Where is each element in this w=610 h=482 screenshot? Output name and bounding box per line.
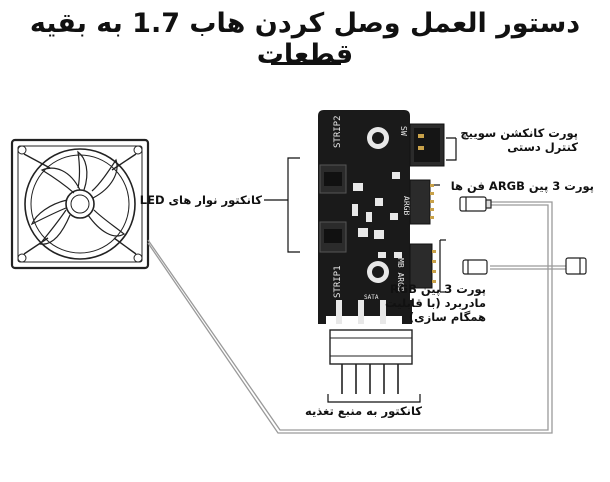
fan-icon [10, 138, 150, 270]
sw-label: SW [399, 126, 408, 136]
fan-cable [147, 201, 553, 434]
mb-argb-label: MB ARGB [396, 258, 405, 292]
sata-label: SATA [364, 294, 379, 301]
fan-argb-label: پورت 3 پین ARGB فن ها [450, 179, 594, 193]
strip2-label: STRIP2 [333, 115, 343, 148]
led-connector-label: کانکتور نوار های LED [139, 193, 262, 207]
hub-pcb: STRIP2 STRIP1 SW ARGB MB ARGB SATA [318, 110, 412, 324]
mb-argb-header [409, 243, 436, 289]
argb-plug-icon [459, 196, 492, 212]
title-underline [271, 62, 341, 65]
mb-rgb-label: پورت 3 پین RGB مادربرد (با قابلیت همگام … [385, 282, 486, 324]
motherboard-cable [490, 265, 566, 270]
strip1-label: STRIP1 [333, 265, 343, 298]
switch-port-label: پورت کانکشن سوییچ کنترل دستی [460, 126, 578, 154]
argb-label: ARGB [402, 196, 411, 215]
pointer-lines [264, 137, 457, 403]
rgb-plug-icon [462, 257, 587, 275]
fan-argb-header [409, 179, 434, 225]
power-connector [329, 329, 413, 394]
power-connector-label: کانکتور به منبع تغذیه [305, 404, 422, 418]
page-title: دستور العمل وصل کردن هاب 1.7 به بقیه قطع… [29, 8, 581, 70]
switch-header [409, 123, 445, 167]
